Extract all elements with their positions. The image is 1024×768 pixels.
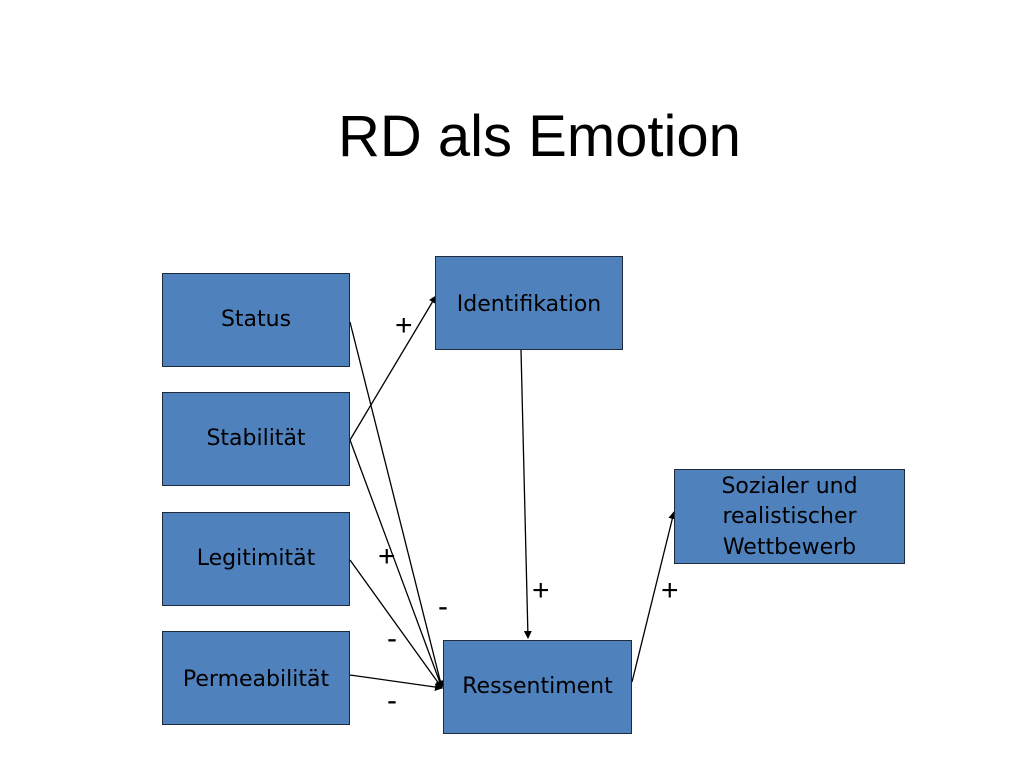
node-ressentiment: Ressentiment bbox=[443, 640, 632, 734]
node-status-label: Status bbox=[220, 306, 292, 332]
edge-identifikation-ressentiment bbox=[520, 349, 532, 639]
sign-legitimitaet-ressentiment: - bbox=[387, 622, 397, 655]
edge-legitimitaet-ressentiment bbox=[349, 559, 443, 689]
node-identifikation-label: Identifikation bbox=[456, 292, 602, 317]
node-ressentiment-label: Ressentiment bbox=[462, 673, 613, 699]
sign-stabilitaet-identifikation: + bbox=[395, 309, 413, 342]
node-permeabilitaet-label: Permeabilität bbox=[182, 667, 330, 692]
node-stabilitaet: Stabilität bbox=[162, 392, 350, 486]
node-permeabilitaet: Permeabilität bbox=[162, 631, 350, 725]
node-stabilitaet-label: Stabilität bbox=[206, 425, 306, 451]
sign-identifikation-ressentiment: + bbox=[532, 574, 550, 607]
node-legitimitaet: Legitimität bbox=[162, 512, 350, 606]
edge-status-ressentiment bbox=[349, 321, 445, 689]
edge-stabilitaet-identifikation bbox=[349, 295, 437, 441]
node-wettbewerb-label: Sozialer und realistischer Wettbewerb bbox=[721, 474, 858, 560]
node-identifikation: Identifikation bbox=[435, 256, 623, 350]
node-status: Status bbox=[162, 273, 350, 367]
edge-stabilitaet-ressentiment bbox=[349, 439, 444, 689]
sign-stabilitaet-ressentiment: + bbox=[378, 540, 396, 573]
slide-title: RD als Emotion bbox=[338, 104, 741, 169]
sign-ressentiment-wettbewerb: + bbox=[661, 574, 679, 607]
sign-permeabilitaet-ressentiment: - bbox=[387, 684, 397, 717]
node-legitimitaet-label: Legitimität bbox=[196, 545, 316, 571]
sign-upper-minus: - bbox=[438, 590, 448, 623]
edge-permeabilitaet-ressentiment bbox=[349, 674, 443, 691]
edge-ressentiment-wettbewerb bbox=[631, 511, 677, 683]
node-wettbewerb: Sozialer und realistischer Wettbewerb bbox=[674, 469, 905, 564]
